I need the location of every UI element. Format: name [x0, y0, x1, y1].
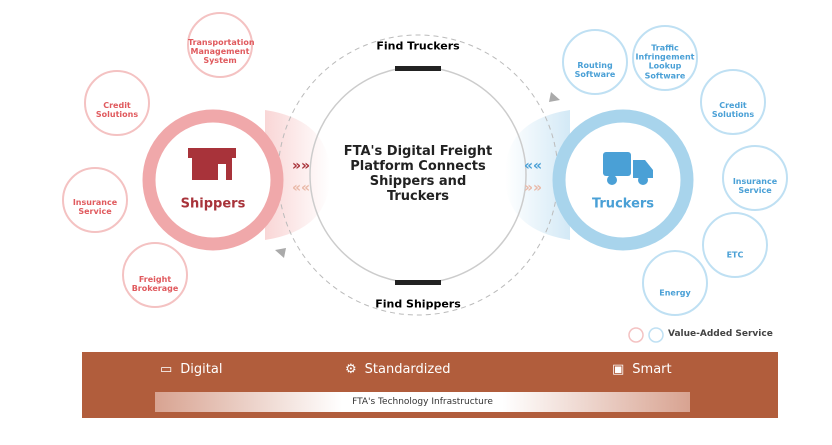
infrastructure-label: FTA's Technology Infrastructure [155, 392, 690, 412]
chip-icon: ▣ [612, 362, 625, 377]
infra-label: Standardized [364, 362, 451, 377]
service-credit: Credit Solutions [95, 100, 139, 119]
service-energy: Energy [659, 288, 691, 298]
bottom-bar [395, 280, 441, 285]
infra-standardized: ⚙ Standardized [345, 362, 450, 377]
top-bar [395, 66, 441, 71]
laptop-icon: ▭ [160, 362, 173, 377]
truckers-label: Truckers [591, 196, 655, 212]
shippers-label: Shippers [180, 196, 246, 212]
service-routing: Routing Software [574, 60, 616, 79]
service-insurance: Insurance Service [732, 176, 778, 195]
gears-icon: ⚙ [345, 362, 357, 377]
chevron-left-icon: «« [524, 158, 542, 174]
truckers-ring [552, 109, 694, 251]
infra-smart: ▣ Smart [612, 362, 672, 377]
infra-digital: ▭ Digital [160, 362, 222, 377]
chevron-left-icon: «« [292, 180, 310, 196]
service-tms: Transportation Management System [188, 38, 255, 66]
arrow-head-icon [549, 92, 560, 102]
service-credit: Credit Solutions [711, 100, 755, 119]
find-truckers-label: Find Truckers [376, 39, 460, 53]
legend-red-circle [628, 327, 644, 343]
chevron-right-icon: »» [524, 180, 542, 196]
arrow-head-icon [275, 248, 286, 258]
infra-label: Digital [180, 362, 223, 377]
service-insurance: Insurance Service [72, 197, 118, 216]
infra-label: Smart [632, 362, 672, 377]
truck-icon [603, 152, 653, 185]
service-traffic-lookup: Traffic Infringement Lookup Software [635, 43, 695, 81]
legend-label: Value-Added Service [668, 329, 773, 339]
legend-blue-circle [648, 327, 664, 343]
chevron-right-icon: »» [292, 158, 310, 174]
service-freight-brokerage: Freight Brokerage [131, 274, 179, 293]
service-etc: ETC [726, 250, 744, 260]
shop-icon [188, 148, 236, 180]
shippers-funnel [265, 110, 330, 240]
center-title: FTA's Digital Freight Platform Connects … [343, 144, 493, 204]
find-shippers-label: Find Shippers [375, 297, 461, 311]
